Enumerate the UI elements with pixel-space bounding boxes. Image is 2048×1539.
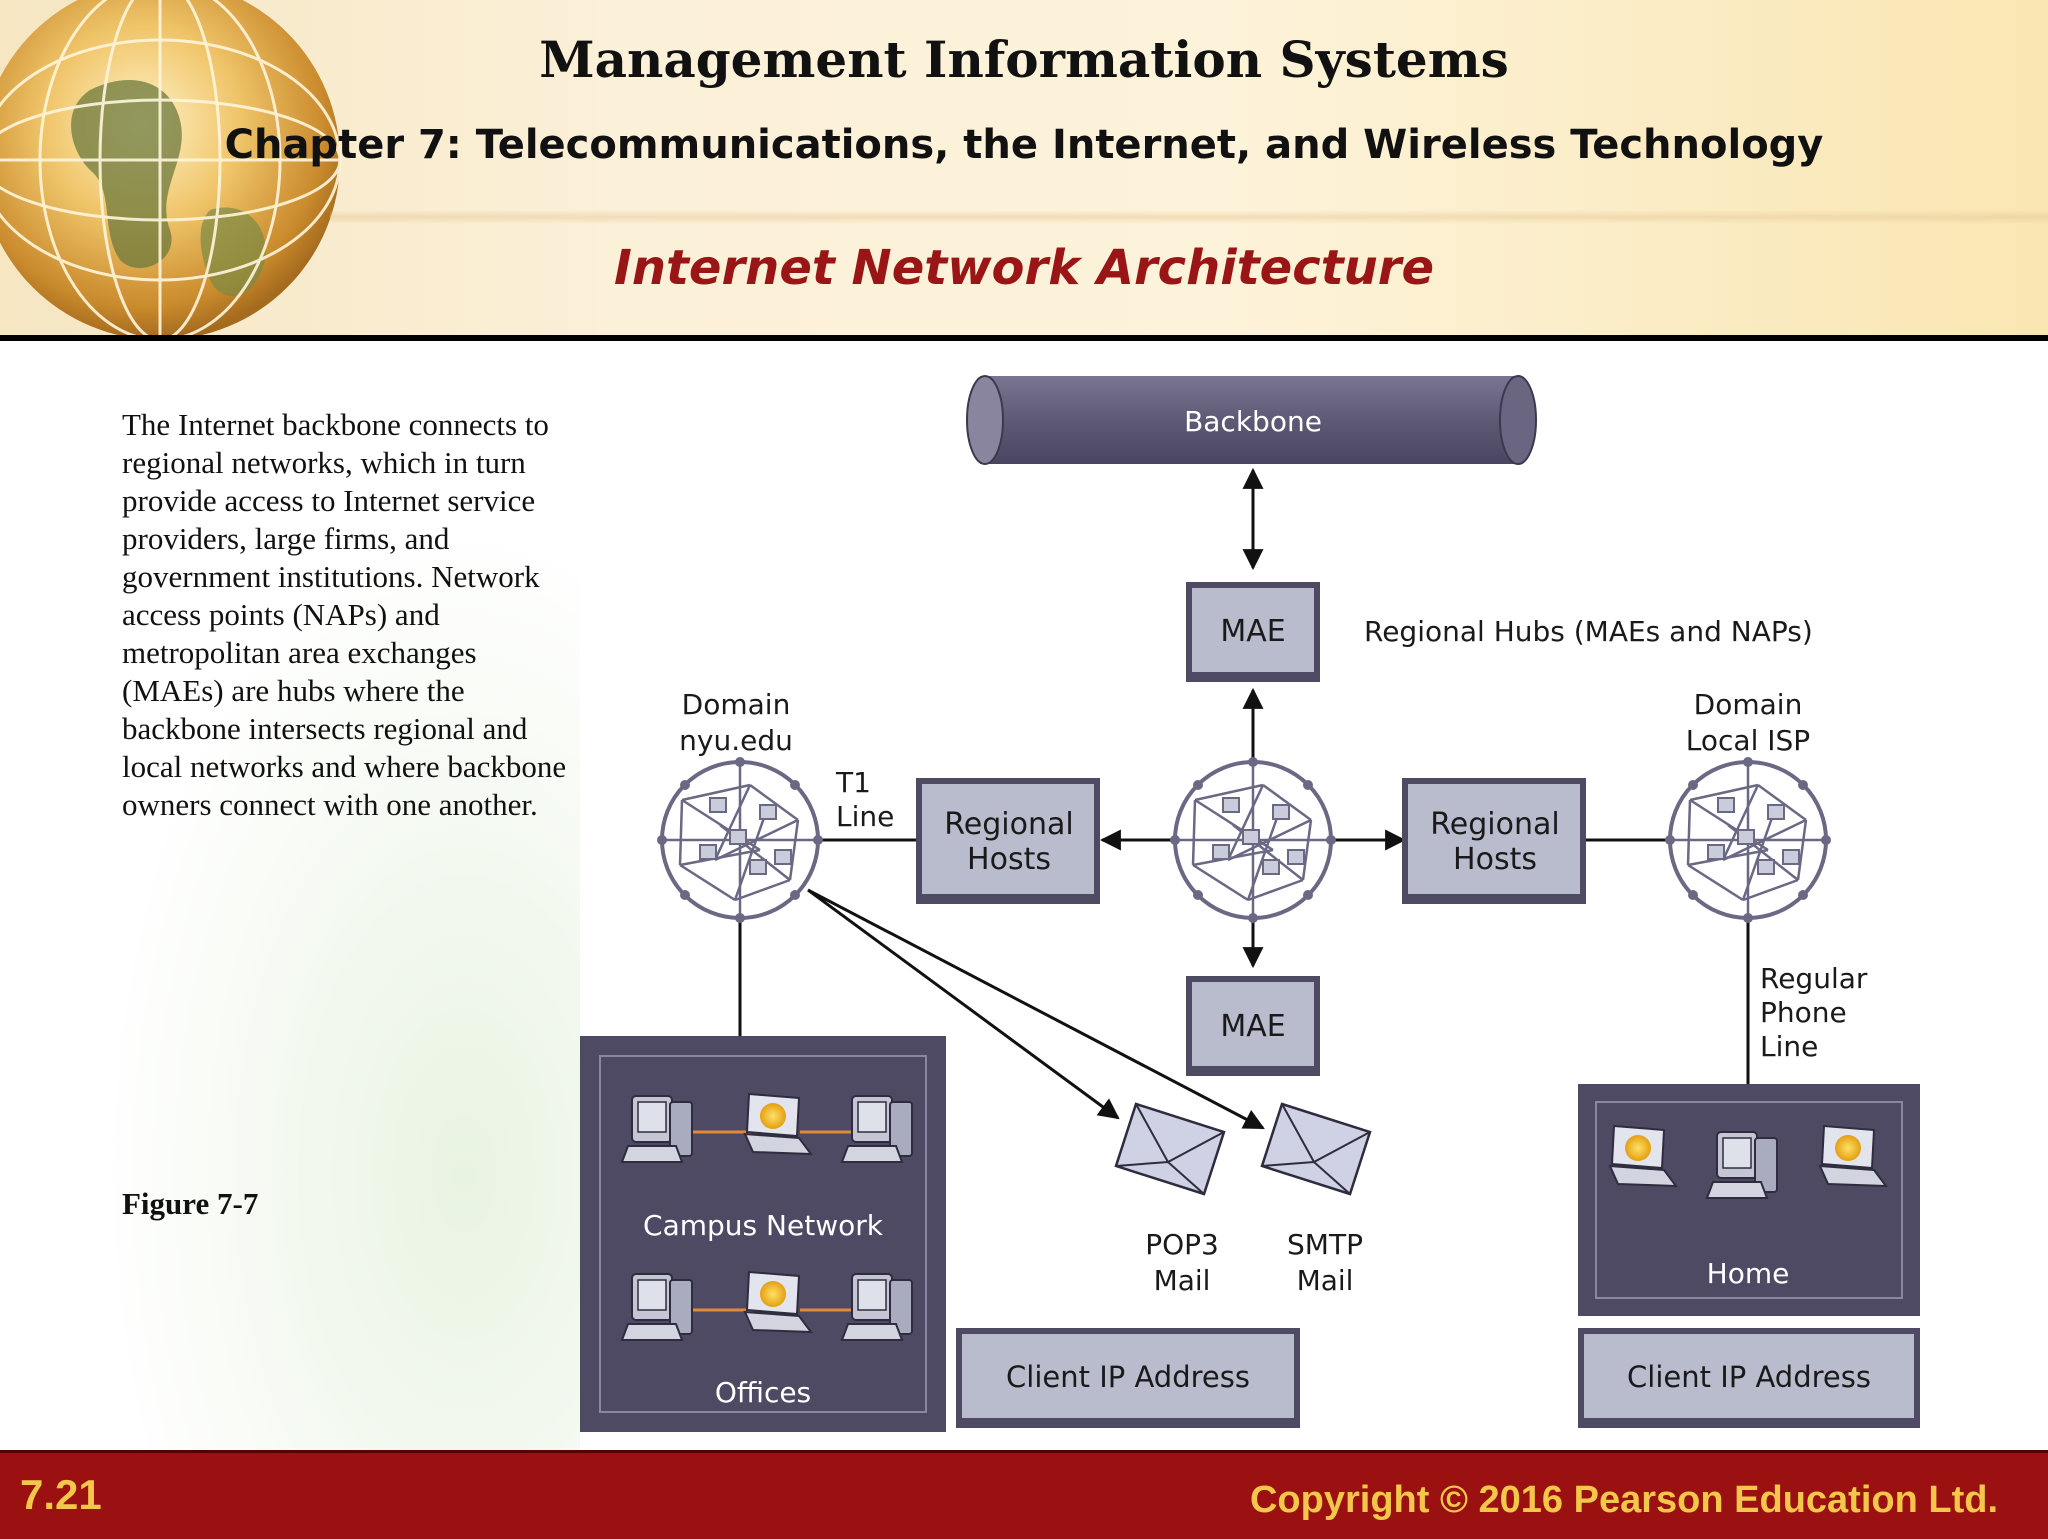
desktop-computer-icon (841, 1273, 913, 1341)
desktop-computer-icon (621, 1273, 693, 1341)
network-globe-hub (1168, 755, 1338, 925)
network-diagram: Backbone MAE Regional Hubs (MAEs and NAP… (580, 375, 1920, 1432)
course-title: Management Information Systems (539, 30, 1509, 89)
t1-label-2: Line (836, 800, 894, 833)
globe-icon (0, 0, 342, 335)
phone-line-label-3: Line (1760, 1030, 1818, 1063)
regional-hosts-right-label-1: Regional (1430, 807, 1559, 842)
domain-isp-label-1: Domain (1694, 688, 1803, 721)
backbone-pipe: Backbone (966, 375, 1537, 465)
client-ip-box-left: Client IP Address (956, 1328, 1300, 1428)
figure-label: Figure 7-7 (122, 1186, 259, 1221)
mae-top-label: MAE (1220, 614, 1285, 649)
mae-bottom-label: MAE (1220, 1009, 1285, 1044)
copyright-notice: Copyright © 2016 Pearson Education Ltd. (1249, 1479, 1998, 1521)
regional-hosts-right-label-2: Hosts (1453, 842, 1537, 877)
chapter-title: Chapter 7: Telecommunications, the Inter… (224, 122, 1824, 168)
header-swoosh (330, 210, 2048, 224)
regional-hosts-left-label-1: Regional (944, 807, 1073, 842)
mae-box-bottom: MAE (1186, 976, 1320, 1076)
backbone-label: Backbone (1184, 405, 1322, 438)
slide-header: Management Information Systems Chapter 7… (0, 0, 2048, 341)
regional-hubs-label: Regional Hubs (MAEs and NAPs) (1364, 615, 1813, 648)
offices-label: Offices (715, 1376, 811, 1409)
text-panel-background (0, 341, 580, 1451)
regional-hosts-left-label-2: Hosts (967, 842, 1051, 877)
campus-panel: Campus Network Offices (580, 1036, 946, 1432)
slide-footer: 7.21 Copyright © 2016 Pearson Education … (0, 1450, 2048, 1539)
campus-network-label: Campus Network (643, 1209, 884, 1242)
domain-nyu-label-2: nyu.edu (679, 724, 793, 757)
mae-box-top: MAE (1186, 582, 1320, 682)
desktop-computer-icon (1706, 1131, 1778, 1199)
pop3-label-1: POP3 (1145, 1228, 1219, 1261)
network-globe-nyu (655, 755, 825, 925)
slide-number: 7.21 (20, 1471, 102, 1518)
phone-line-label-1: Regular (1760, 962, 1868, 995)
smtp-label-1: SMTP (1287, 1228, 1363, 1261)
pop3-mail-envelope-icon (1114, 1102, 1226, 1196)
slide-title: Internet Network Architecture (613, 240, 1435, 296)
body-paragraph: The Internet backbone connects to region… (122, 407, 567, 822)
regional-hosts-right: Regional Hosts (1402, 778, 1586, 904)
domain-isp-label-2: Local ISP (1686, 724, 1810, 757)
pop3-label-2: Mail (1154, 1264, 1211, 1297)
client-ip-right-label: Client IP Address (1627, 1360, 1871, 1394)
smtp-mail-envelope-icon (1260, 1102, 1372, 1196)
domain-nyu-label-1: Domain (682, 688, 791, 721)
desktop-computer-icon (621, 1095, 693, 1163)
client-ip-left-label: Client IP Address (1006, 1360, 1250, 1394)
network-globe-isp (1663, 755, 1833, 925)
regional-hosts-left: Regional Hosts (916, 778, 1100, 904)
client-ip-box-right: Client IP Address (1578, 1328, 1920, 1428)
t1-label-1: T1 (835, 766, 871, 799)
phone-line-label-2: Phone (1760, 996, 1847, 1029)
home-label: Home (1707, 1257, 1790, 1290)
smtp-label-2: Mail (1297, 1264, 1354, 1297)
home-panel: Home (1578, 1084, 1920, 1316)
desktop-computer-icon (841, 1095, 913, 1163)
